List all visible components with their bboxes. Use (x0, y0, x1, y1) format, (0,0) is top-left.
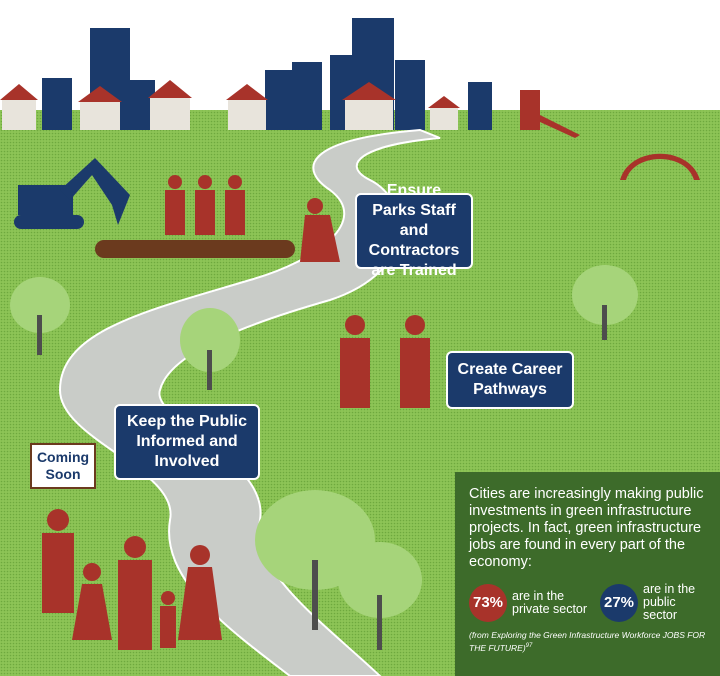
stat-private: 73% are in the private sector (469, 583, 590, 622)
sign-text: Coming Soon (36, 449, 90, 482)
label-text: Keep the Public Informed and Involved (126, 413, 248, 470)
stat-circle-private: 73% (469, 583, 507, 622)
stat-circle-public: 27% (600, 583, 638, 622)
label-text: Ensure Parks Staff and Contractors are T… (368, 182, 460, 279)
info-text: Cities are increasingly making public in… (469, 486, 704, 570)
trees (10, 265, 638, 650)
stat-desc-private: are in the private sector (512, 588, 588, 616)
workers (165, 175, 430, 408)
label-ensure-staff-trained: Ensure Parks Staff and Contractors are T… (355, 182, 473, 279)
coming-soon-sign: Coming Soon (30, 443, 96, 489)
family (42, 509, 222, 650)
label-create-career-pathways: Create Career Pathways (446, 351, 574, 409)
source-text: (from Exploring the Green Infrastructure… (469, 630, 706, 653)
stats-row: 73% are in the private sector 27% are in… (469, 583, 710, 622)
stat-public: 27% are in the public sector (600, 583, 713, 622)
houses (0, 80, 460, 130)
dirt-trench (95, 240, 295, 258)
stat-desc-public: are in the public sector (643, 582, 696, 622)
info-panel: Cities are increasingly making public in… (455, 472, 720, 676)
excavator (14, 158, 130, 229)
label-keep-public-informed: Keep the Public Informed and Involved (114, 404, 260, 480)
playground (520, 90, 700, 180)
footnote-ref: 97 (525, 643, 533, 649)
label-text: Create Career Pathways (457, 361, 563, 398)
source-citation: (from Exploring the Green Infrastructure… (469, 630, 710, 654)
